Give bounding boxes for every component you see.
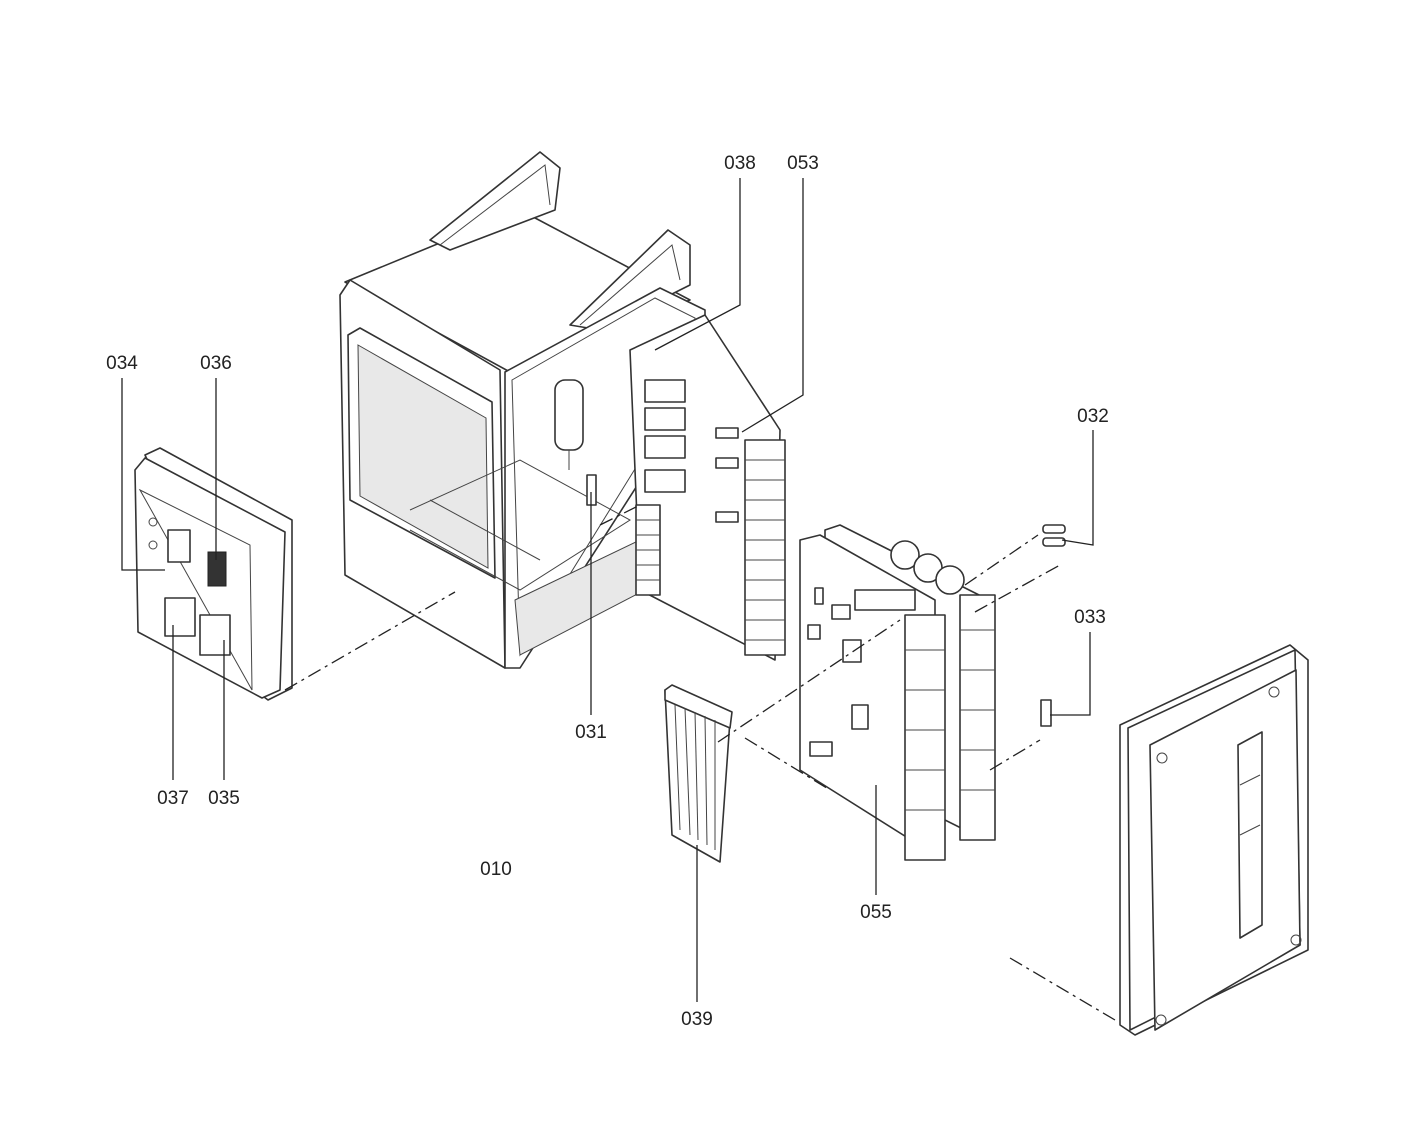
label-036: 036 <box>200 353 232 374</box>
assembly-lines <box>284 504 1116 1021</box>
label-034: 034 <box>106 353 138 374</box>
ribbon-cable <box>664 684 733 863</box>
leader-lines <box>121 178 1094 1002</box>
label-035: 035 <box>208 788 240 809</box>
diagram-title: 010 <box>480 859 512 880</box>
circuit-board-053 <box>629 314 786 661</box>
housing <box>339 151 706 669</box>
label-053: 053 <box>787 153 819 174</box>
fuse-033 <box>1040 699 1052 727</box>
label-031: 031 <box>575 722 607 743</box>
circuit-board-055 <box>799 524 996 861</box>
label-037: 037 <box>157 788 189 809</box>
connectors-032 <box>1042 524 1066 547</box>
label-055: 055 <box>860 902 892 923</box>
label-039: 039 <box>681 1009 713 1030</box>
label-033: 033 <box>1074 607 1106 628</box>
rear-cover <box>1119 644 1309 1036</box>
label-032: 032 <box>1077 406 1109 427</box>
front-panel <box>134 447 293 701</box>
label-038: 038 <box>724 153 756 174</box>
